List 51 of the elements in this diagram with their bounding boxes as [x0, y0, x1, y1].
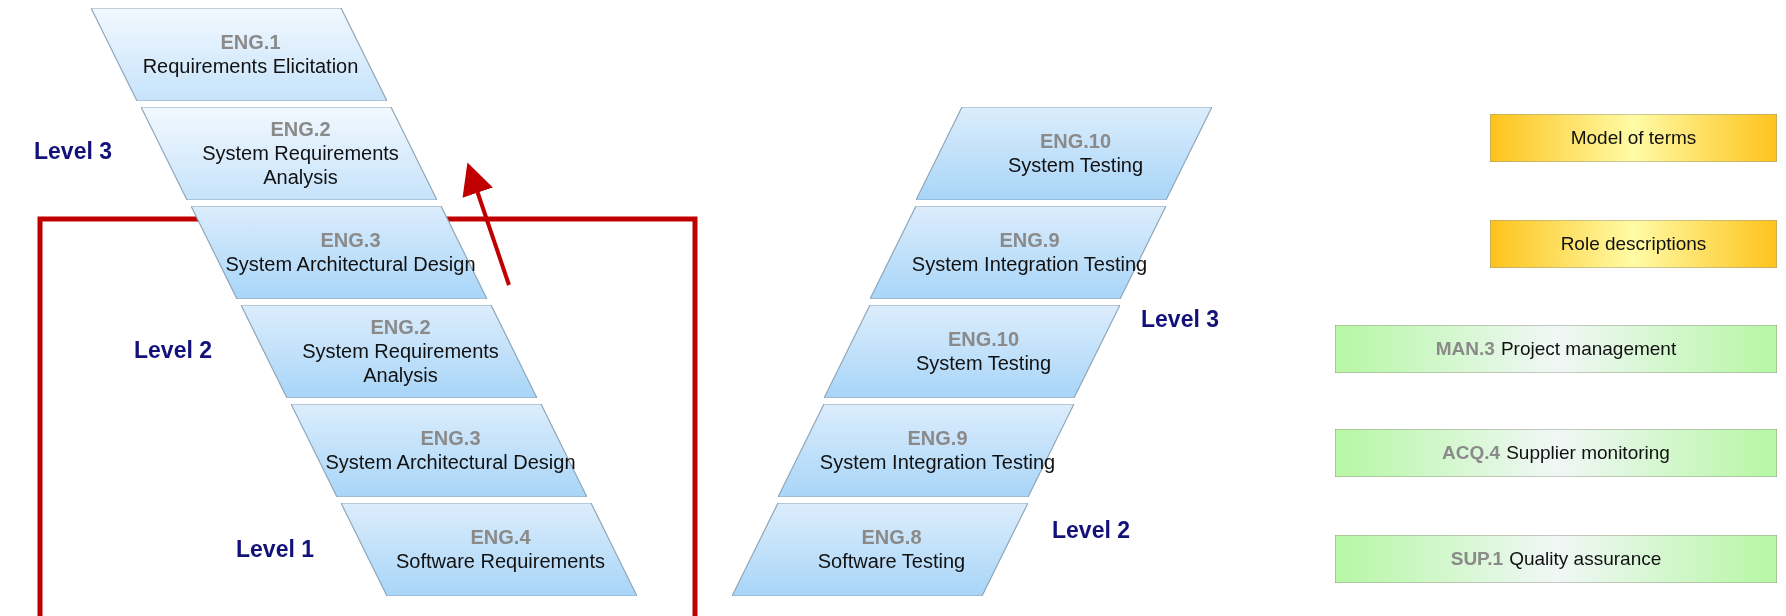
process-id: ENG.2 [270, 118, 331, 141]
process-id: MAN.3 [1435, 338, 1495, 360]
process-name: Model of terms [1570, 126, 1697, 150]
process-parallelogram [91, 8, 387, 101]
process-parallelogram [916, 107, 1212, 200]
process-id: SUP.1 [1450, 548, 1504, 570]
process-bar [1490, 114, 1777, 162]
process-name: System Testing [1007, 153, 1144, 177]
process-id: ENG.4 [470, 526, 531, 549]
process-id: ENG.2 [370, 316, 431, 339]
level-label: Level 1 [236, 536, 314, 563]
process-bar [1335, 325, 1777, 373]
process-id: ENG.3 [420, 427, 481, 450]
level-label: Level 3 [34, 138, 112, 165]
process-id: ENG.9 [999, 229, 1060, 252]
process-id: ENG.10 [947, 328, 1020, 351]
process-id: ENG.8 [861, 526, 922, 549]
process-bar [1335, 429, 1777, 477]
process-name: System Requirements Analysis [301, 339, 500, 387]
process-parallelogram [191, 206, 487, 299]
process-bar [1490, 220, 1777, 268]
level-label: Level 2 [1052, 517, 1130, 544]
process-name: Quality assurance [1509, 547, 1662, 571]
process-name: Supplier monitoring [1506, 441, 1670, 465]
process-parallelogram [241, 305, 537, 398]
level-label: Level 2 [134, 337, 212, 364]
process-name: System Architectural Design [325, 450, 576, 474]
process-name: System Integration Testing [911, 252, 1148, 276]
process-id: ENG.10 [1039, 130, 1112, 153]
process-id: ACQ.4 [1442, 442, 1501, 464]
process-parallelogram [141, 107, 437, 200]
process-name: Software Requirements [396, 549, 605, 573]
process-id: ENG.9 [907, 427, 968, 450]
level-label: Level 3 [1141, 306, 1219, 333]
process-name: Requirements Elicitation [142, 54, 359, 78]
process-id: ENG.3 [320, 229, 381, 252]
process-parallelogram [778, 404, 1074, 497]
process-parallelogram [291, 404, 587, 497]
process-bar [1335, 535, 1777, 583]
process-name: Project management [1500, 337, 1677, 361]
process-name: Role descriptions [1560, 232, 1707, 256]
process-name: System Integration Testing [819, 450, 1056, 474]
process-name: System Testing [915, 351, 1052, 375]
process-parallelogram [732, 503, 1028, 596]
process-parallelogram [341, 503, 637, 596]
process-name: System Architectural Design [225, 252, 476, 276]
process-name: Software Testing [817, 549, 966, 573]
process-parallelogram [824, 305, 1120, 398]
process-id: ENG.1 [220, 31, 281, 54]
process-parallelogram [870, 206, 1166, 299]
process-name: System Requirements Analysis [201, 141, 400, 189]
